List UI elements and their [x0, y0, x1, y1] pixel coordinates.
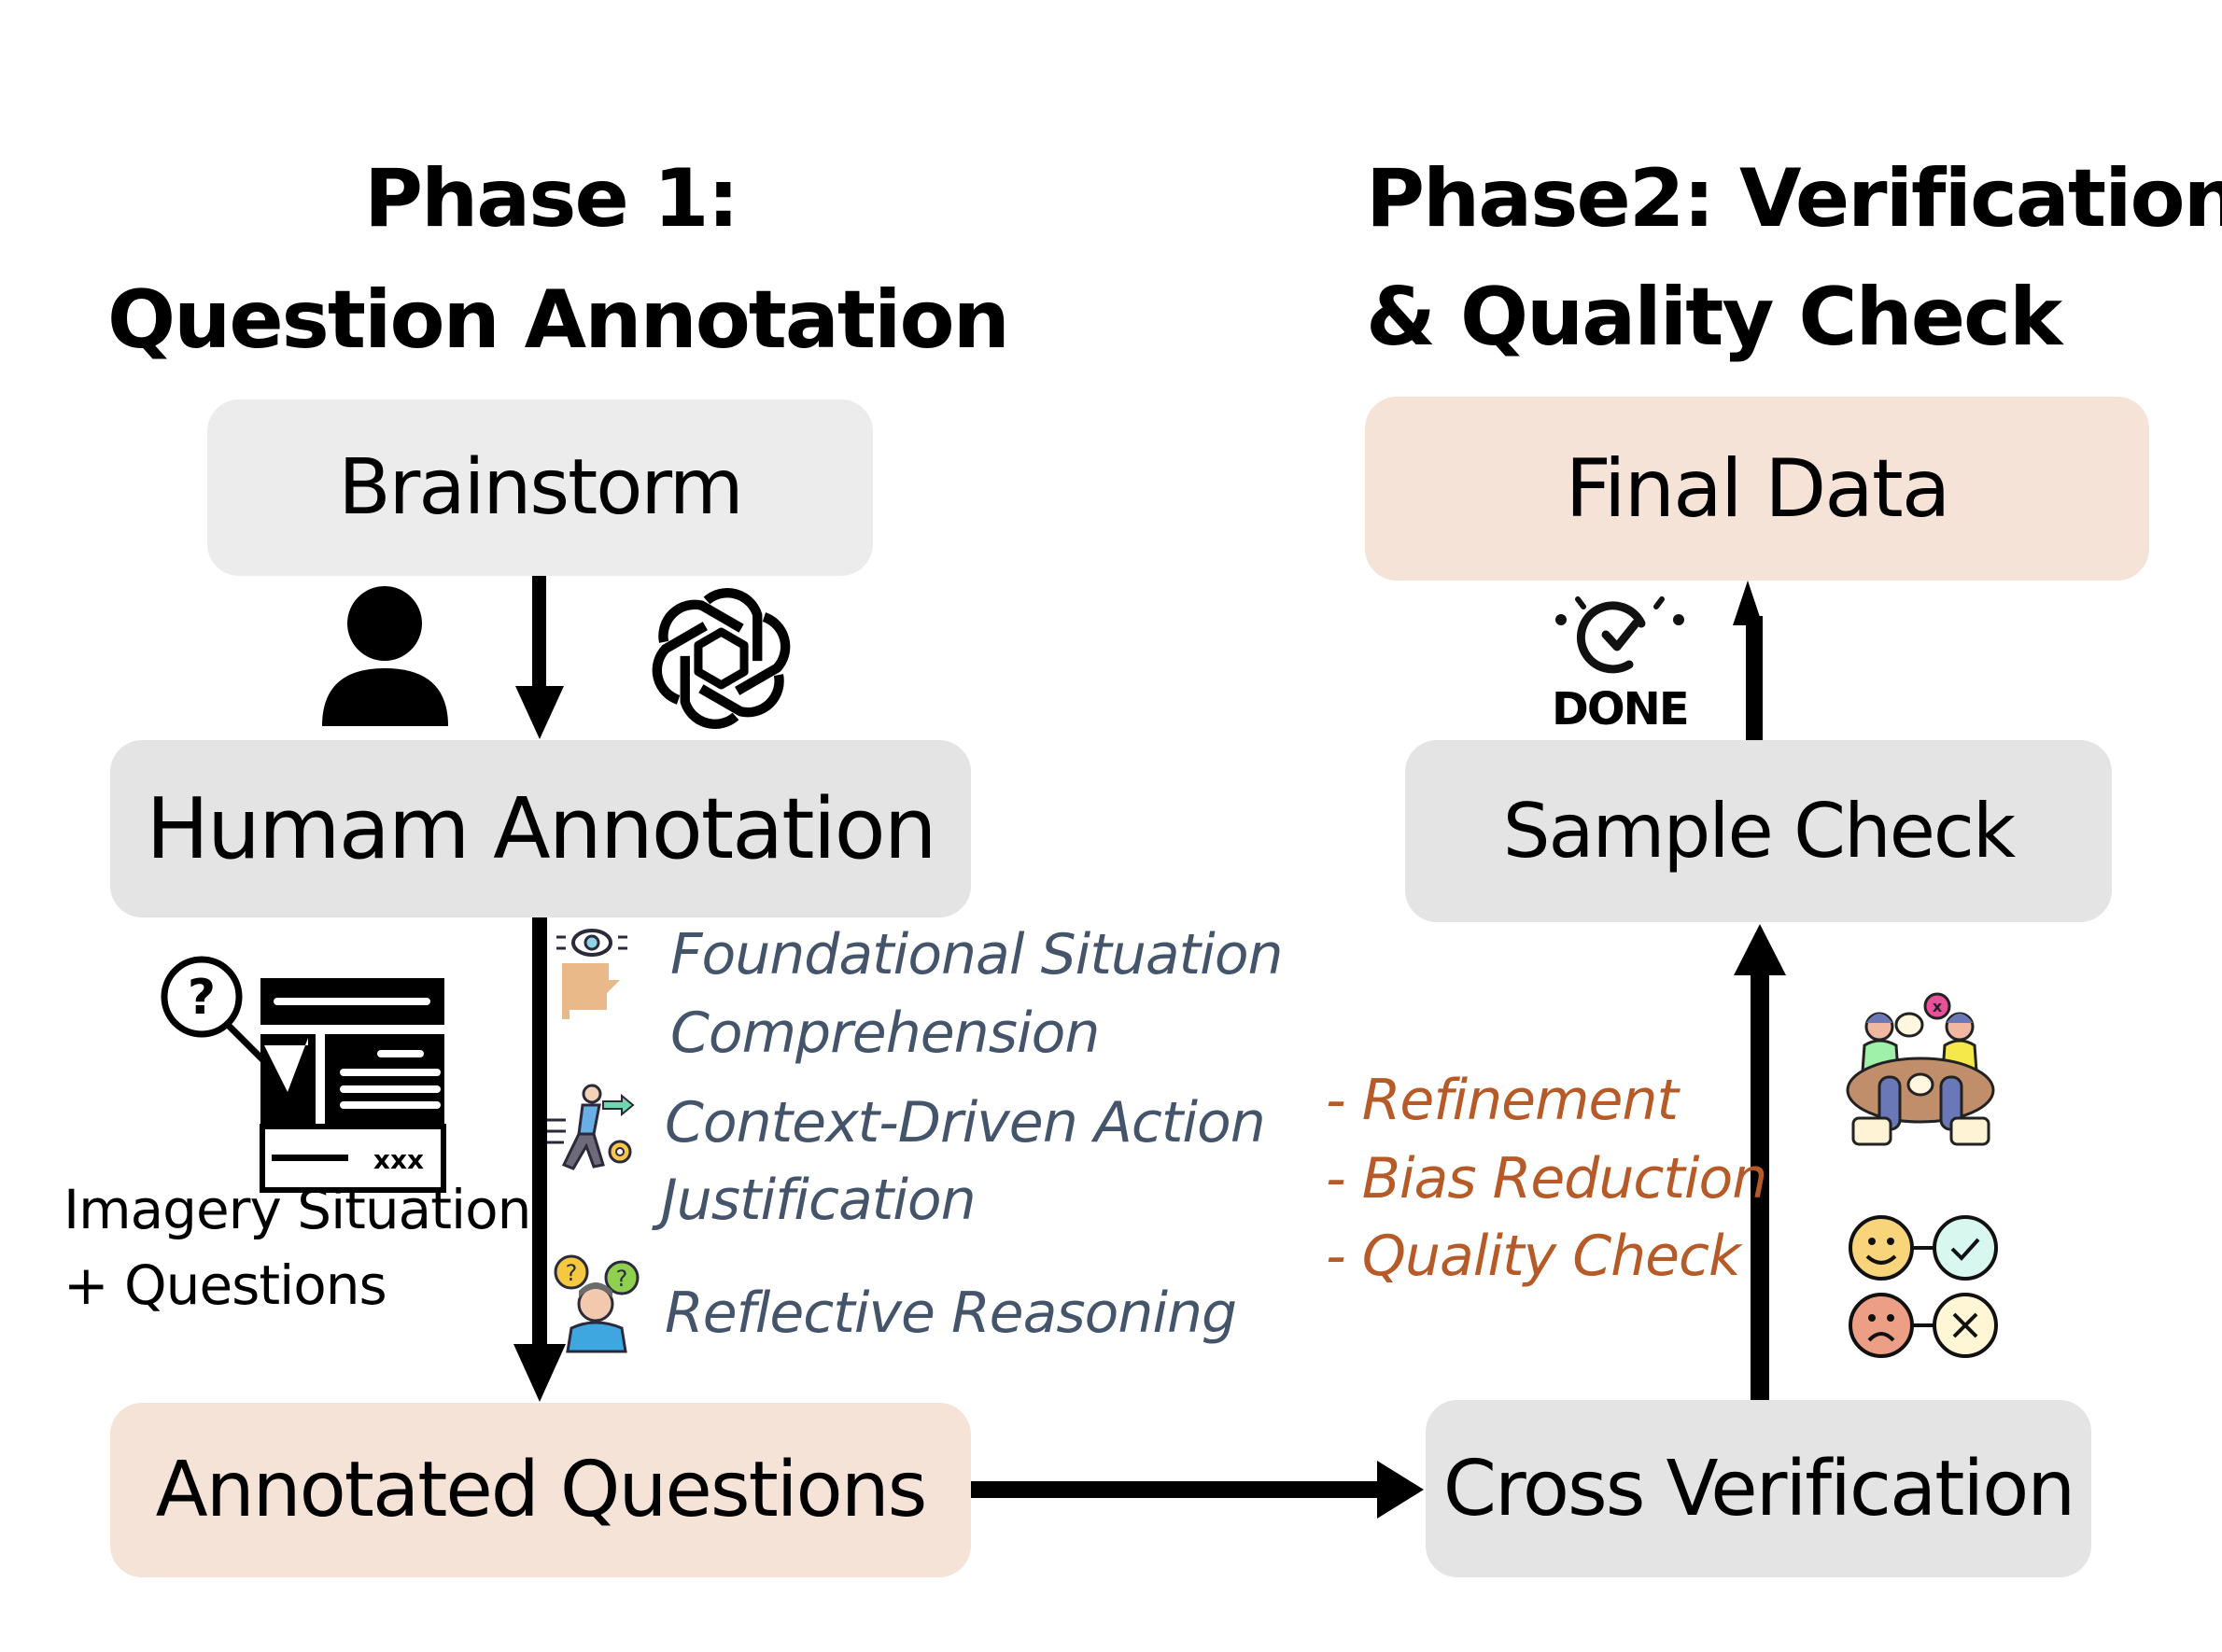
question-type-1-line2: Comprehension	[670, 1001, 1100, 1066]
svg-text:xxx: xxx	[373, 1144, 424, 1175]
person-icon	[322, 586, 448, 726]
sample-check-label: Sample Check	[1502, 788, 2016, 875]
phase1-title: Phase 1:	[0, 159, 1102, 239]
svg-text:x: x	[1933, 998, 1943, 1015]
phase2-subtitle: & Quality Check	[1366, 277, 2062, 357]
question-type-2-line1: Context-Driven Action	[665, 1090, 1266, 1155]
phase2-title: Phase2: Verification	[1366, 159, 2222, 239]
feedback-faces-icon	[1849, 1215, 1998, 1358]
final-data-box: Final Data	[1365, 397, 2149, 581]
phase1-title-line2: Question Annotation	[107, 273, 1010, 367]
eye-head-icon	[556, 929, 627, 1019]
annotated-questions-label: Annotated Questions	[155, 1446, 928, 1534]
cross-verification-label: Cross Verification	[1442, 1444, 2076, 1533]
final-data-label: Final Data	[1565, 441, 1951, 536]
phase2-title-line2: & Quality Check	[1366, 271, 2062, 364]
input-caption-line1: Imagery Situation	[63, 1178, 531, 1241]
verification-step-refinement: - Refinement	[1326, 1068, 1679, 1133]
runner-gear-icon	[547, 1084, 635, 1170]
thinking-person-icon: ? ?	[554, 1254, 640, 1353]
openai-logo-icon	[649, 588, 794, 731]
svg-text:?: ?	[616, 1266, 628, 1292]
verification-step-bias-reduction: - Bias Reduction	[1326, 1146, 1767, 1211]
imagery-answer-bar-icon: xxx	[260, 1124, 446, 1193]
team-discussion-icon: x	[1846, 992, 1995, 1146]
phase1-subtitle: Question Annotation	[107, 280, 1010, 360]
human-annotation-box: Humam Annotation	[110, 740, 971, 917]
done-label: DONE	[1552, 683, 1690, 735]
cross-verification-box: Cross Verification	[1426, 1400, 2091, 1577]
done-check-icon	[1555, 596, 1684, 674]
svg-text:?: ?	[566, 1260, 578, 1286]
phase2-title-line1: Phase2: Verification	[1366, 152, 2222, 245]
svg-text:?: ?	[188, 970, 216, 1026]
brainstorm-box: Brainstorm	[207, 399, 873, 576]
human-annotation-label: Humam Annotation	[146, 779, 936, 878]
phase1-title-line1: Phase 1:	[364, 152, 739, 245]
annotated-questions-box: Annotated Questions	[110, 1403, 971, 1577]
imagery-situation-icon: ?	[161, 956, 444, 1139]
verification-step-quality-check: - Quality Check	[1326, 1224, 1741, 1289]
brainstorm-label: Brainstorm	[338, 443, 743, 532]
sample-check-box: Sample Check	[1405, 740, 2112, 922]
question-type-3-line1: Reflective Reasoning	[665, 1281, 1237, 1346]
question-type-1-line1: Foundational Situation	[670, 922, 1284, 987]
question-type-2-line2: Justification	[661, 1168, 977, 1233]
input-caption-line2: + Questions	[63, 1253, 387, 1317]
